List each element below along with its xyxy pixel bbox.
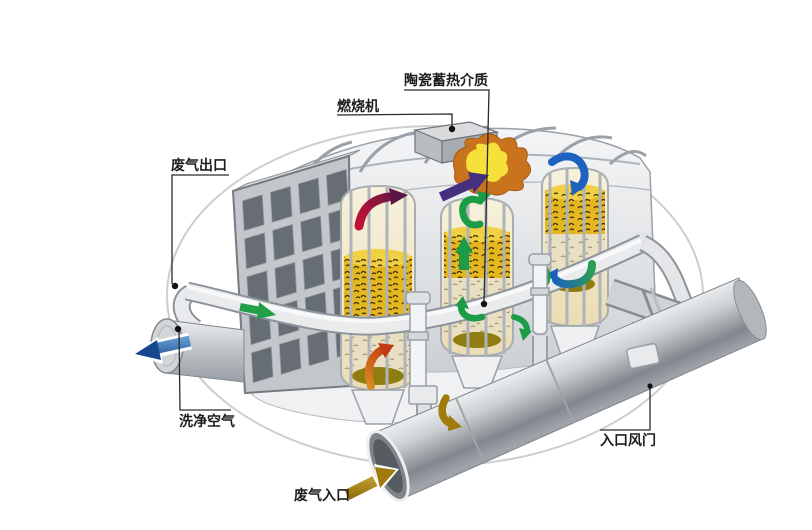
- leader-ceramic-media: [404, 89, 490, 304]
- chamber-1: [340, 184, 416, 425]
- label-exhaust-inlet: 废气入口: [294, 487, 350, 503]
- lattice-panel: [231, 149, 361, 395]
- chamber-2-pool: [453, 332, 501, 348]
- arrow-green-curl-chamber2-bottom: [511, 314, 532, 341]
- label-clean-air: 洗净空气: [179, 413, 235, 429]
- inlet-manifold: [366, 277, 767, 502]
- chamber-1-pool: [352, 367, 404, 385]
- arrow-green-curl-flame: [459, 191, 491, 229]
- arrow-green-curl-chamber2-left: [455, 296, 486, 322]
- arrow-waste-gas-in: [342, 464, 399, 502]
- arrow-maroon-up: [354, 188, 408, 231]
- arrow-orange-up-chamber1: [364, 343, 394, 390]
- arrow-purple-to-flame: [438, 172, 489, 202]
- arrow-clean-air-out: [132, 332, 192, 364]
- leader-exhaust-outlet: [171, 174, 229, 284]
- label-ceramic-media: 陶瓷蓄热介质: [404, 72, 488, 88]
- leader-lines: [171, 89, 651, 431]
- label-inlet-damper: 入口风门: [600, 432, 656, 448]
- inlet-damper-valve: [626, 342, 660, 370]
- label-burner: 燃烧机: [337, 98, 379, 114]
- arrow-green-up-chamber2: [455, 236, 473, 270]
- leader-clean-air: [178, 330, 231, 411]
- valve-stems: [405, 253, 660, 405]
- label-exhaust-outlet: 废气出口: [171, 157, 227, 173]
- arrow-blue-down-chamber3: [548, 152, 589, 196]
- valve-stem-1: [405, 291, 438, 405]
- leader-inlet-damper: [600, 386, 651, 431]
- leader-burner: [336, 113, 453, 128]
- valve-stem-2: [528, 253, 552, 335]
- arrow-teal-blue-chamber3: [547, 260, 596, 289]
- arrow-gold-curl-branch: [438, 394, 462, 431]
- flow-arrows-upper: [354, 152, 589, 270]
- arrow-green-on-duct: [239, 302, 276, 319]
- leader-dots: [171, 125, 653, 389]
